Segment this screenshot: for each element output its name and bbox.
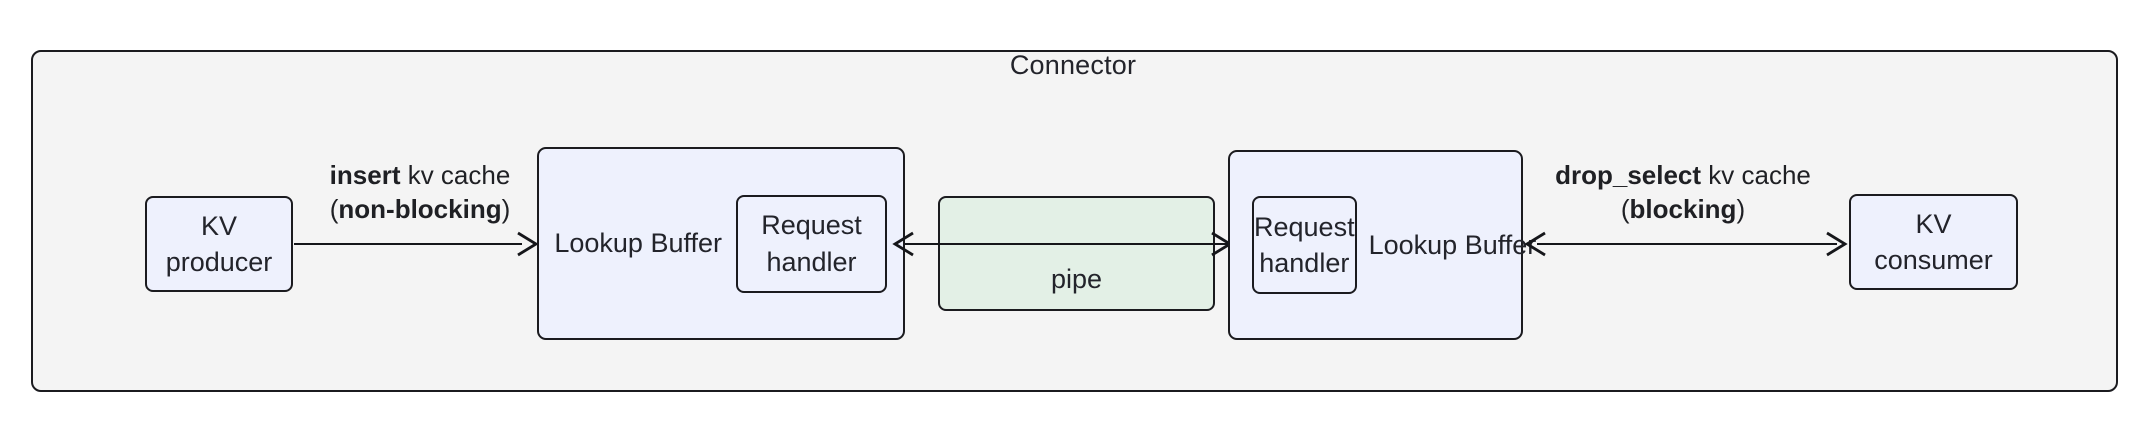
edge-label-insert-bold: insert [329, 160, 401, 190]
lookup-buffer-right-line-1: Lookup [1368, 229, 1458, 260]
request-handler-left-line-1: Request [761, 210, 862, 241]
arrow-buffer-to-consumer-head-left [1524, 231, 1546, 257]
edge-label-drop-select-paren-close: ) [1736, 194, 1746, 225]
edge-label-insert-paren-open: ( [329, 194, 339, 225]
edge-label-insert-paren-close: ) [501, 194, 511, 225]
request-handler-right-line-2: handler [1259, 248, 1350, 278]
node-lookup-buffer-left[interactable]: Lookup Buffer Request handler [537, 147, 905, 340]
edge-label-drop-select-line-1: drop_select kv cache [1528, 158, 1838, 192]
node-kv-producer[interactable]: KV producer [145, 196, 293, 292]
lookup-buffer-right-line-2: Buffer [1464, 229, 1537, 260]
arrow-pipe-to-left-buffer-line [905, 243, 1235, 245]
kv-consumer-line-1: KV [1915, 208, 1952, 239]
arrow-buffer-to-consumer-head-right [1826, 231, 1848, 257]
arrow-producer-to-buffer-head [517, 231, 539, 257]
arrow-buffer-to-consumer-line [1537, 243, 1837, 245]
arrow-producer-to-buffer-line [294, 243, 522, 245]
node-lookup-buffer-right[interactable]: Request handler Lookup Buffer [1228, 150, 1536, 340]
edge-label-insert-rest: kv cache [400, 160, 511, 190]
edge-label-drop-select-mode: blocking [1629, 194, 1737, 225]
node-request-handler-left[interactable]: Request handler [736, 194, 887, 293]
kv-consumer-line-2: consumer [1874, 245, 1993, 275]
edge-label-drop-select-paren-open: ( [1620, 194, 1630, 225]
lookup-buffer-left-label: Lookup Buffer [554, 225, 722, 261]
edge-label-insert-line-1: insert kv cache [300, 158, 540, 192]
lookup-buffer-left-line-2: Buffer [650, 228, 722, 259]
request-handler-right-line-1: Request [1254, 211, 1355, 242]
edge-label-insert: insert kv cache (non-blocking) [300, 158, 540, 227]
node-request-handler-right[interactable]: Request handler [1252, 196, 1357, 294]
edge-label-insert-mode: non-blocking [338, 194, 502, 225]
edge-label-insert-line-2: (non-blocking) [300, 192, 540, 226]
node-pipe[interactable]: pipe [938, 196, 1215, 311]
node-kv-consumer[interactable]: KV consumer [1849, 194, 2018, 290]
edge-label-drop-select-rest: kv cache [1701, 160, 1811, 190]
edge-label-drop-select-bold: drop_select [1555, 160, 1702, 190]
pipe-label: pipe [1050, 263, 1103, 294]
request-handler-left-line-2: handler [766, 246, 857, 277]
connector-title: Connector [1009, 50, 1137, 80]
kv-producer-line-2: producer [165, 247, 273, 277]
edge-label-drop-select: drop_select kv cache (blocking) [1528, 158, 1838, 227]
edge-label-drop-select-line-2: (blocking) [1528, 192, 1838, 226]
kv-producer-line-1: KV [200, 210, 238, 241]
arrow-pipe-to-left-buffer-head [892, 231, 914, 257]
lookup-buffer-left-line-1: Lookup [554, 228, 643, 259]
lookup-buffer-right-label: Lookup Buffer [1369, 227, 1537, 263]
